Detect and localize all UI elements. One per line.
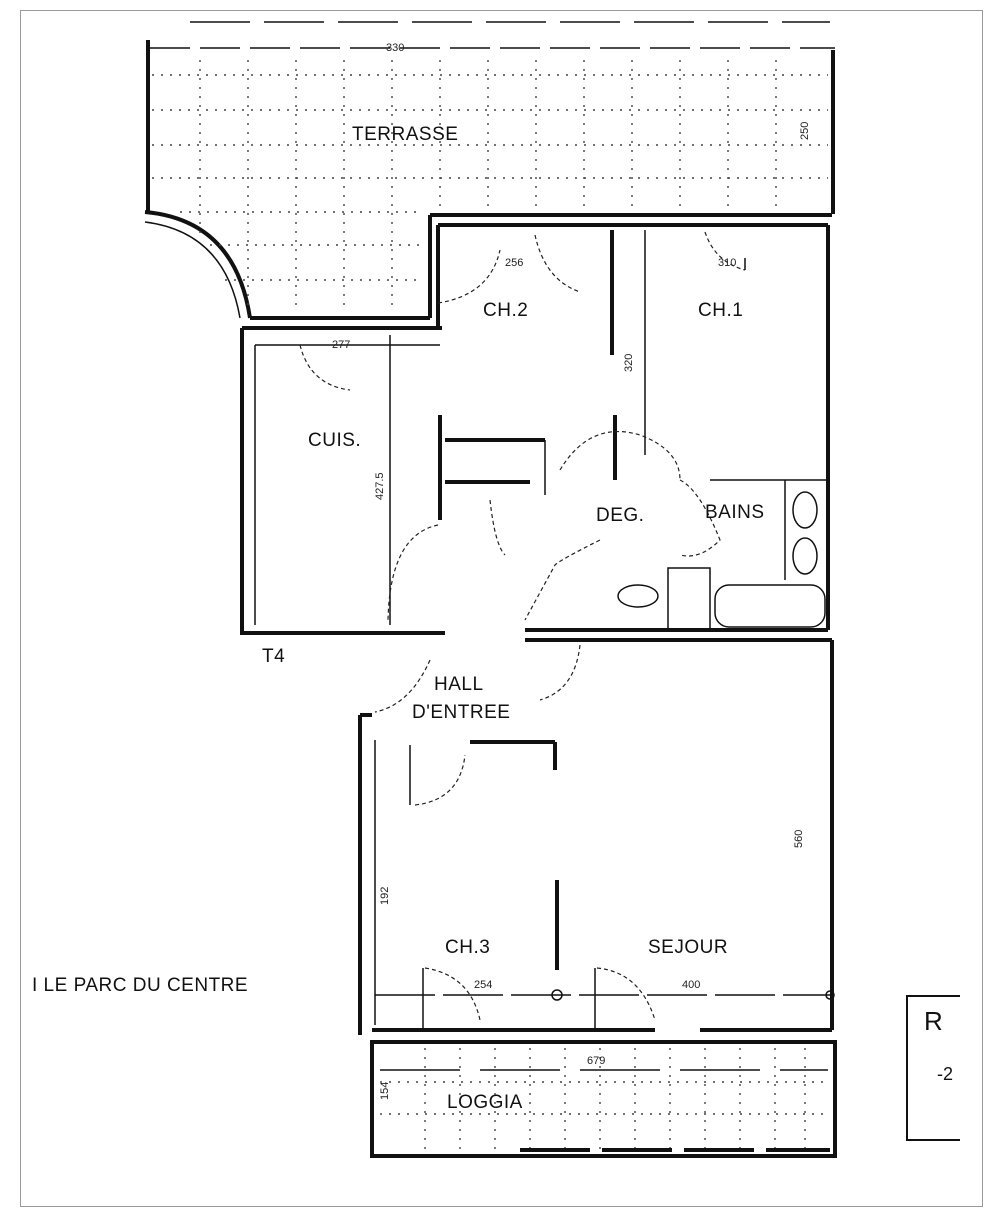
room-label-cuisine: CUIS. xyxy=(308,430,361,451)
dimension-terrasse-depth: 250 xyxy=(799,122,811,140)
dimension-bedrooms-depth: 320 xyxy=(623,354,635,372)
room-label-ch2: CH.2 xyxy=(483,300,528,321)
dimension-sejour-width: 400 xyxy=(682,979,700,991)
dimension-ch1-width: 310 xyxy=(718,257,736,269)
dimension-cuisine-depth: 427.5 xyxy=(374,472,386,500)
dimension-ch3-depth: 192 xyxy=(379,887,391,905)
loggia-area xyxy=(370,1040,837,1158)
dimension-ch3-width: 254 xyxy=(474,979,492,991)
side-reference-box: R -2 xyxy=(906,995,960,1141)
dimension-sejour-depth: 560 xyxy=(793,830,805,848)
room-label-bains: BAINS xyxy=(705,502,765,523)
room-label-hall-line1: HALL xyxy=(434,674,484,695)
unit-type-label: T4 xyxy=(262,646,285,667)
room-label-degagement: DEG. xyxy=(596,505,644,526)
side-box-line1: R xyxy=(924,1006,943,1036)
room-label-ch3: CH.3 xyxy=(445,937,490,958)
terrasse-area xyxy=(144,21,835,320)
door-swings xyxy=(299,231,746,1030)
sink-icon xyxy=(792,491,818,529)
toilet-icon xyxy=(617,584,659,608)
dimension-terrasse-width: 330 xyxy=(386,42,404,54)
dimension-ch2-width: 256 xyxy=(505,257,523,269)
room-label-terrasse: TERRASSE xyxy=(352,124,458,145)
room-label-ch1: CH.1 xyxy=(698,300,743,321)
dimension-loggia-depth: 154 xyxy=(379,1082,391,1100)
bathtub-icon xyxy=(714,584,826,628)
room-label-hall-line2: D'ENTREE xyxy=(412,702,510,723)
side-box-line2: -2 xyxy=(937,1064,953,1084)
project-name-label: I LE PARC DU CENTRE xyxy=(32,975,248,996)
room-label-sejour: SEJOUR xyxy=(648,937,728,958)
page-frame xyxy=(20,10,983,1207)
sink-icon xyxy=(792,537,818,575)
dimension-loggia-width: 679 xyxy=(587,1055,605,1067)
room-label-loggia: LOGGIA xyxy=(447,1092,523,1113)
dimension-cuisine-width: 277 xyxy=(332,339,350,351)
apartment-walls xyxy=(240,223,835,1035)
terrasse-paving-grid xyxy=(152,60,828,310)
